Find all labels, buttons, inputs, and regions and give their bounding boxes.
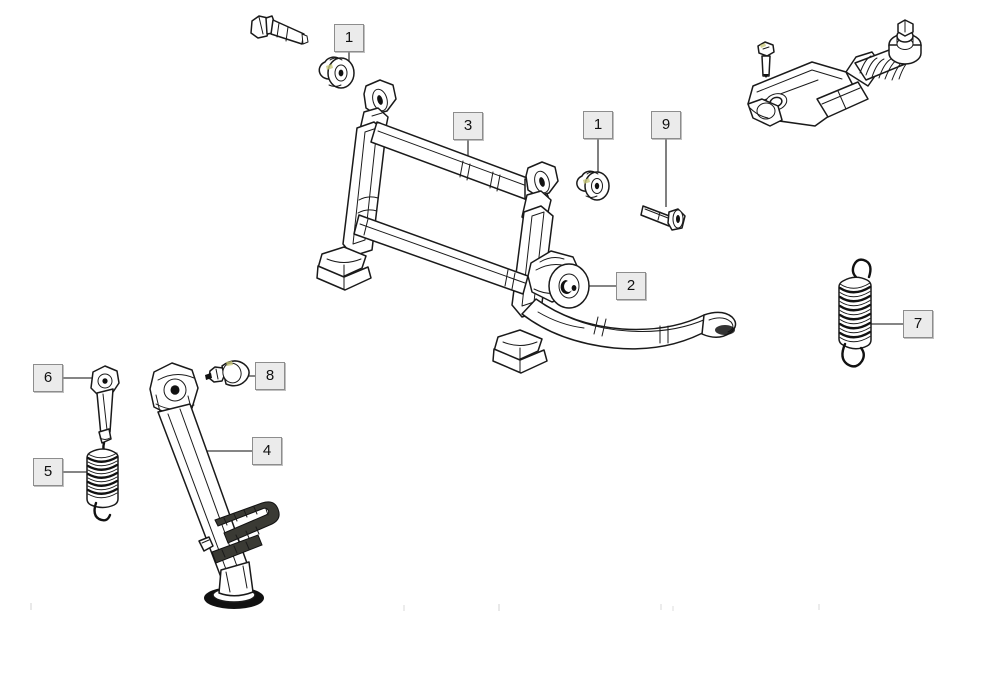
brake-pedal-lever-assembly (747, 19, 922, 127)
main-centre-stand (316, 79, 559, 374)
callout-4[interactable]: 4 (252, 437, 282, 465)
side-stand-return-spring (86, 448, 119, 522)
scan-artifacts (30, 603, 820, 611)
callout-8[interactable]: 8 (255, 362, 285, 390)
stand-pivot-boss (521, 250, 737, 350)
side-stand-leg (149, 362, 280, 609)
callout-1-top[interactable]: 1 (334, 24, 364, 52)
callout-2[interactable]: 2 (616, 272, 646, 300)
spring-5-coils (86, 448, 119, 509)
callout-7[interactable]: 7 (903, 310, 933, 338)
side-stand-pivot-pin (205, 360, 250, 387)
pivot-bolt (640, 205, 686, 231)
callout-5[interactable]: 5 (33, 458, 63, 486)
side-stand-spring-bracket (90, 365, 120, 456)
hex-flange-bolt-top-left (250, 15, 309, 45)
centre-stand-return-spring (838, 258, 872, 368)
spring-7-coils (838, 276, 872, 350)
collar-bush-upper (318, 56, 355, 89)
callout-6[interactable]: 6 (33, 364, 63, 392)
callout-3[interactable]: 3 (453, 112, 483, 140)
small-bolt-upper-right (757, 41, 775, 78)
callout-1-middle[interactable]: 1 (583, 111, 613, 139)
collar-bush-lower (576, 170, 610, 201)
callout-9[interactable]: 9 (651, 111, 681, 139)
